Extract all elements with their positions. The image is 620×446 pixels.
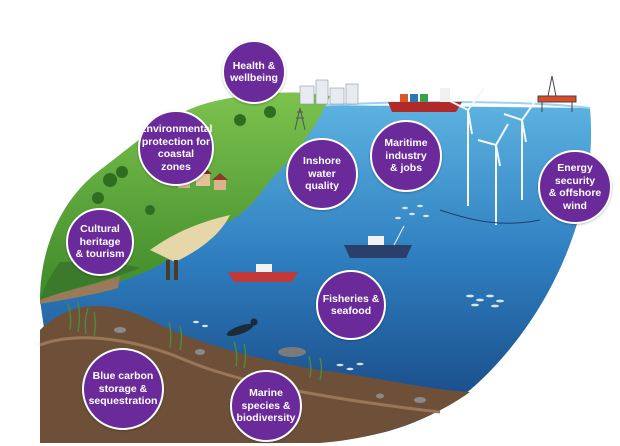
trawler: [344, 225, 412, 258]
port-buildings: [299, 79, 359, 105]
bubble-fisheries-seafood: Fisheries & seafood: [316, 270, 386, 340]
bubble-marine-species: Marine species & biodiversity: [230, 370, 302, 442]
cable: [439, 209, 541, 224]
wind-turbines: [447, 87, 537, 225]
pier: [166, 260, 178, 280]
bubble-inshore-water-quality: Inshore water quality: [286, 138, 358, 210]
cliff: [40, 276, 120, 304]
bubble-energy-security: Energy security & offshore wind: [538, 150, 612, 224]
seagrass: [67, 301, 323, 381]
container-ship: [388, 88, 462, 112]
seal: [278, 347, 306, 357]
fishing-boat: [228, 264, 298, 282]
bubble-maritime-industry: Maritime industry & jobs: [370, 120, 442, 192]
beach: [150, 215, 230, 262]
rocks: [114, 327, 426, 403]
fish-shoal: [193, 204, 504, 371]
diver: [226, 318, 258, 337]
bubble-blue-carbon: Blue carbon storage & sequestration: [82, 348, 164, 430]
bubble-health-wellbeing: Health & wellbeing: [222, 40, 286, 104]
bubble-cultural-heritage: Cultural heritage & tourism: [66, 208, 134, 276]
bubble-environmental-protection: Environmental protection for coastal zon…: [138, 110, 214, 186]
pylon: [294, 107, 306, 131]
oil-rig: [537, 75, 577, 112]
